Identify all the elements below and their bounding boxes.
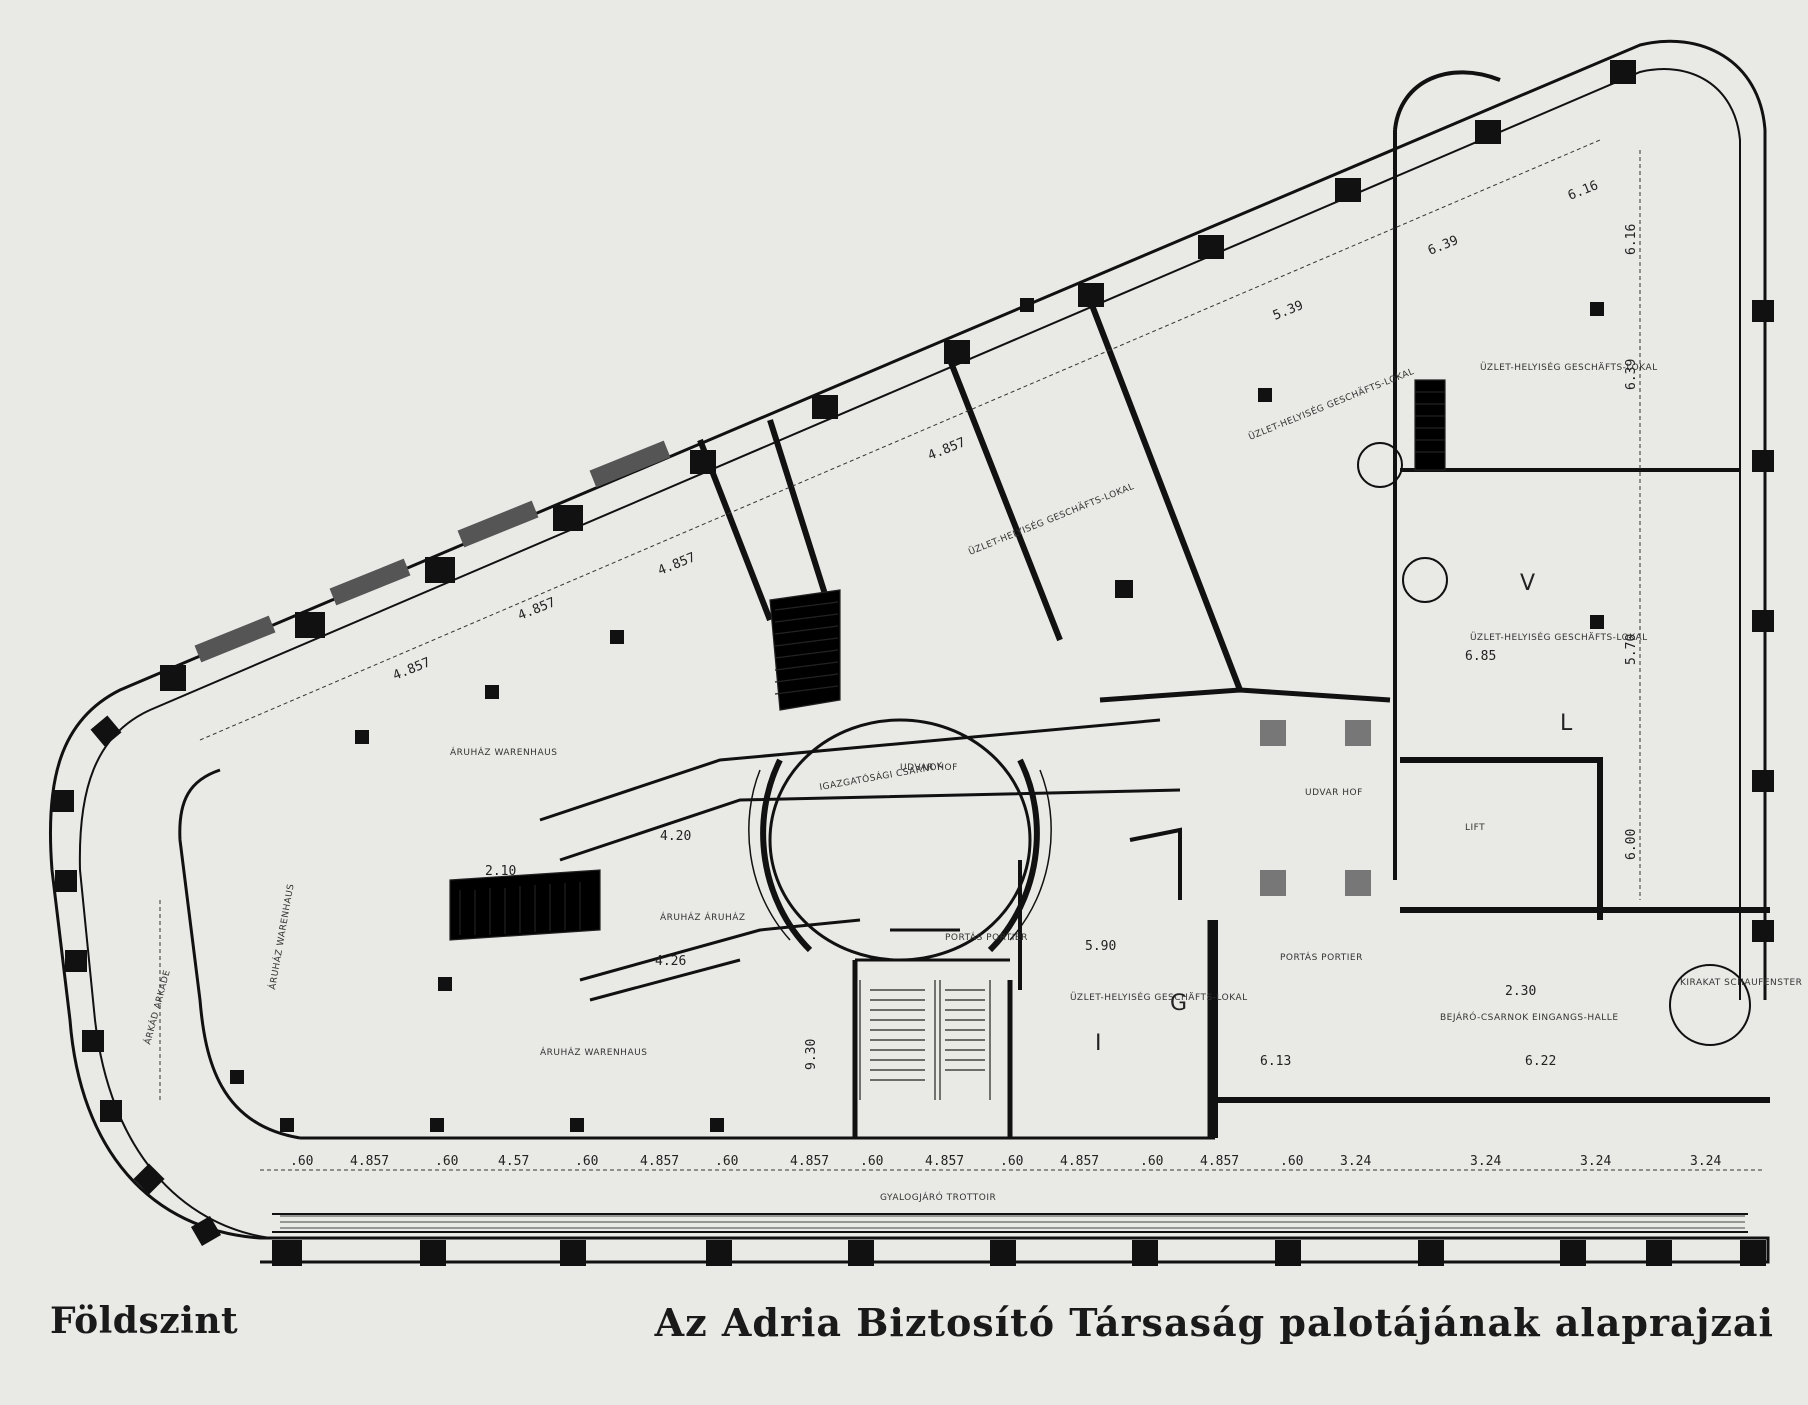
dim-i-7: 2.30 — [1505, 984, 1536, 999]
room-letter-i: I — [1095, 1031, 1102, 1056]
dim-s-5: 4.857 — [640, 1154, 679, 1169]
north-piers — [295, 60, 1636, 638]
dim-s-12: .60 — [1140, 1154, 1163, 1169]
dim-s-8: .60 — [860, 1154, 883, 1169]
round-features — [1357, 442, 1751, 1046]
dim-i-5: 6.22 — [1525, 1054, 1556, 1069]
room-letter-v: V — [1520, 571, 1535, 596]
room-letter-l: L — [1560, 711, 1573, 736]
dim-n-5: 6.39 — [1426, 233, 1461, 259]
dim-s-16: 3.24 — [1470, 1154, 1501, 1169]
dim-e-4: 6.85 — [1465, 649, 1496, 664]
dim-i-3: 5.90 — [1085, 939, 1116, 954]
room-gyalogjaro: GYALOGJÁRÓ TROTTOIR — [880, 1191, 996, 1203]
columns — [230, 298, 1604, 1132]
dim-s-11: 4.857 — [1060, 1154, 1099, 1169]
floor-plan: 4.857 4.857 4.857 4.857 5.39 6.39 6.16 .… — [48, 39, 1802, 1266]
room-uzlet-1: ÜZLET-HELYISÉG GESCHÄFTS-LOKAL — [967, 480, 1136, 558]
inner-walls — [178, 70, 1770, 1140]
room-portas-1: PORTÁS PORTIER — [945, 931, 1028, 943]
dim-s-1: 4.857 — [350, 1154, 389, 1169]
room-lift: LIFT — [1465, 823, 1485, 833]
dim-n-3: 4.857 — [926, 435, 968, 464]
dim-e-2: 5.70 — [1624, 634, 1639, 665]
dim-s-7: 4.857 — [790, 1154, 829, 1169]
room-labels: ÁRKÁD ARKADE ÁRUHÁZ WARENHAUS ÁRUHÁZ WAR… — [141, 361, 1802, 1203]
dim-s-4: .60 — [575, 1154, 598, 1169]
south-hatch — [280, 1215, 1745, 1229]
dim-s-10: .60 — [1000, 1154, 1023, 1169]
room-letter-g: G — [1170, 991, 1187, 1016]
room-bejaro: BEJÁRÓ-CSARNOK EINGANGS-HALLE — [1440, 1011, 1619, 1023]
dim-s-3: 4.57 — [498, 1154, 529, 1169]
dim-s-2: .60 — [435, 1154, 458, 1169]
dimension-labels-interior: 2.10 4.20 4.26 5.90 6.13 6.22 9.30 2.30 — [485, 829, 1556, 1070]
dim-i-4: 6.13 — [1260, 1054, 1291, 1069]
dim-s-14: .60 — [1280, 1154, 1303, 1169]
room-portas-2: PORTÁS PORTIER — [1280, 951, 1363, 963]
dim-n-1: 4.857 — [516, 595, 558, 624]
skylights — [1260, 720, 1371, 896]
shop-windows — [194, 440, 671, 663]
dim-i-1: 4.20 — [660, 829, 691, 844]
dim-s-0: .60 — [290, 1154, 313, 1169]
dim-s-9: 4.857 — [925, 1154, 964, 1169]
room-udvar-2: UDVAR HOF — [1305, 788, 1363, 798]
dim-i-2: 4.26 — [655, 954, 686, 969]
room-igazgatosag: IGAZGATÓSÁGI CSARNOK — [818, 759, 944, 793]
room-uzlet-2: ÜZLET-HELYISÉG GESCHÄFTS-LOKAL — [1247, 365, 1416, 443]
room-aruhaz-north: ÁRUHÁZ WARENHAUS — [450, 746, 557, 758]
dim-e-0: 6.16 — [1624, 224, 1639, 255]
dim-n-0: 4.857 — [391, 655, 433, 684]
south-piers — [272, 1240, 1766, 1266]
dimension-lines — [159, 139, 1765, 1171]
dim-s-18: 3.24 — [1690, 1154, 1721, 1169]
stairs — [449, 379, 1446, 1100]
room-arkade: ÁRKÁD ARKADE — [141, 968, 173, 1046]
room-aruhaz-w: ÁRUHÁZ WARENHAUS — [266, 883, 296, 991]
caption-title: Az Adria Biztosító Társaság palotájának … — [654, 1300, 1774, 1345]
dim-n-4: 5.39 — [1271, 298, 1306, 324]
room-aruhaz-main: ÁRUHÁZ WARENHAUS — [540, 1046, 647, 1058]
room-udvar: UDVAR HOF — [900, 763, 958, 773]
dim-s-6: .60 — [715, 1154, 738, 1169]
dimension-labels-south: .60 4.857 .60 4.57 .60 4.857 .60 4.857 .… — [290, 1154, 1721, 1169]
room-uzlet-5: ÜZLET-HELYISÉG GESCHÄFTS-LOKAL — [1480, 361, 1658, 373]
dim-s-13: 4.857 — [1200, 1154, 1239, 1169]
outer-wall — [48, 39, 1770, 1264]
room-uzlet-4: ÜZLET-HELYISÉG GESCHÄFTS-LOKAL — [1070, 991, 1248, 1003]
dim-e-1: 6.39 — [1624, 359, 1639, 390]
dim-n-6: 6.16 — [1566, 178, 1601, 204]
dim-i-0: 2.10 — [485, 864, 516, 879]
dim-s-15: 3.24 — [1340, 1154, 1371, 1169]
room-uzlet-3: ÜZLET-HELYISÉG GESCHÄFTS-LOKAL — [1470, 631, 1648, 643]
dim-n-2: 4.857 — [656, 550, 698, 579]
dim-s-17: 3.24 — [1580, 1154, 1611, 1169]
east-piers — [1752, 300, 1774, 942]
caption-floor: Földszint — [50, 1300, 239, 1342]
dim-e-3: 6.00 — [1624, 829, 1639, 860]
dim-i-6: 9.30 — [804, 1039, 819, 1070]
central-hall — [748, 718, 1052, 962]
room-kirakat: KIRAKAT SCHAUFENSTER — [1680, 978, 1802, 988]
dimension-labels-east: 6.16 6.39 5.70 6.00 6.85 — [1465, 224, 1639, 860]
room-aruhaz-aruhaz: ÁRUHÁZ ÁRUHÁZ — [660, 911, 746, 923]
